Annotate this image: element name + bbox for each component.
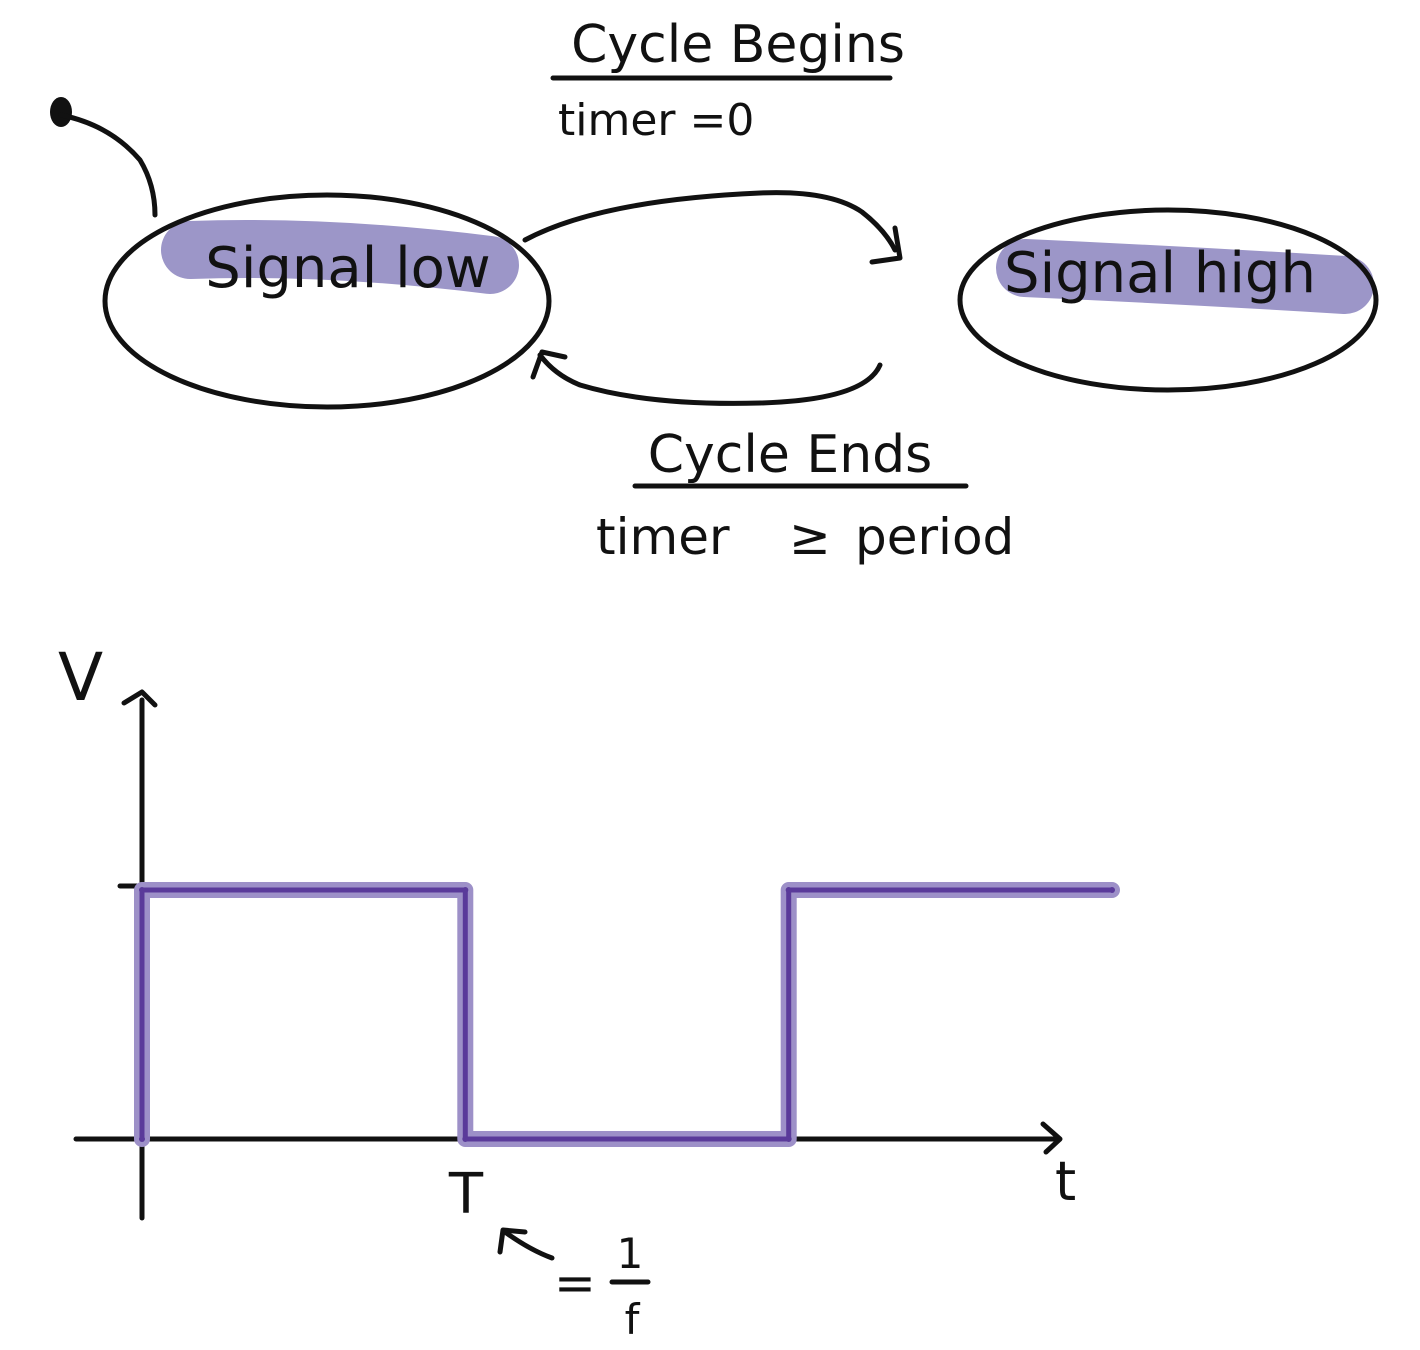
initial-dot <box>50 97 72 127</box>
state-high-ellipse <box>957 207 1379 393</box>
transition-begin-title: Cycle Begins <box>571 15 905 75</box>
wave-point-1 <box>139 887 145 893</box>
state-signal-high[interactable]: Signal high <box>957 207 1379 393</box>
wave-point-6 <box>1109 887 1115 893</box>
state-signal-low[interactable]: Signal low <box>102 192 552 410</box>
state-high-highlight <box>996 239 1374 314</box>
series-square-wave-glow <box>134 882 1120 1147</box>
period-annotation-denominator: f <box>625 1295 641 1344</box>
period-annotation-arrow <box>502 1229 555 1261</box>
transition-cycle-ends[interactable]: Cycle Ends timer ≥ period <box>530 349 1014 566</box>
x-axis-arrowhead <box>1040 1121 1063 1155</box>
transition-begin-condition: timer =0 <box>558 95 754 146</box>
wave-point-2 <box>462 887 469 893</box>
transition-end-condition-operator: ≥ <box>789 508 831 566</box>
wave-point-5 <box>785 887 792 893</box>
state-high-label: Signal high <box>1004 241 1316 306</box>
transition-end-condition-prefix: timer <box>596 508 730 566</box>
transition-begin-arrowhead <box>869 225 903 265</box>
transition-end-condition-suffix: period <box>855 508 1014 566</box>
period-annotation-arrowhead <box>497 1227 528 1255</box>
transition-end-arrowhead <box>530 349 568 380</box>
transition-end-arrow <box>537 352 883 406</box>
initial-arrow <box>58 112 158 218</box>
transition-begin-arrow <box>522 190 898 253</box>
transition-end-title: Cycle Ends <box>648 425 933 485</box>
wave-point-4 <box>785 1136 792 1142</box>
series-square-wave <box>139 887 1115 1142</box>
wave-point-3 <box>462 1136 469 1142</box>
wave-point-0 <box>139 1136 145 1142</box>
x-tick-label-T: T <box>448 1162 484 1227</box>
x-axis-label: t <box>1055 1150 1076 1213</box>
state-low-ellipse <box>102 192 552 410</box>
period-annotation: = 1 f <box>497 1227 651 1344</box>
y-axis-arrowhead <box>121 689 158 708</box>
period-annotation-equals: = <box>554 1254 596 1312</box>
y-axis-label: V <box>58 639 103 716</box>
initial-state-marker <box>50 97 158 218</box>
period-annotation-numerator: 1 <box>617 1229 644 1278</box>
transition-cycle-begins[interactable]: Cycle Begins timer =0 <box>522 15 905 265</box>
state-low-label: Signal low <box>205 236 490 301</box>
square-wave-chart: V t T = 1 f <box>58 639 1120 1344</box>
state-low-highlight <box>161 220 519 294</box>
